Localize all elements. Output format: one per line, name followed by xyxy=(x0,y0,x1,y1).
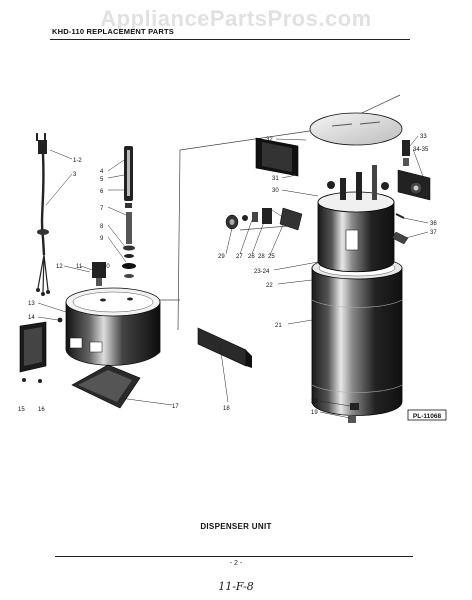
callout-20: 20 xyxy=(311,399,318,405)
page-header-title: KHD-110 REPLACEMENT PARTS xyxy=(52,27,174,36)
insulation-pad xyxy=(255,137,299,177)
callout-30: 30 xyxy=(272,188,279,194)
callout-23-24: 23-24 xyxy=(254,269,270,275)
callout-34-35: 34-35 xyxy=(413,147,429,153)
callout-9: 9 xyxy=(100,236,104,242)
callout-36: 36 xyxy=(430,221,437,227)
mounting-screws xyxy=(391,213,409,245)
callout-7: 7 xyxy=(100,206,104,212)
callout-6: 6 xyxy=(100,189,104,195)
callout-8: 8 xyxy=(100,224,104,230)
callout-28: 28 xyxy=(258,254,265,260)
callout-3: 3 xyxy=(73,172,77,178)
callout-1-2: 1-2 xyxy=(73,158,82,164)
callout-17: 17 xyxy=(172,404,179,410)
plate-label-box xyxy=(407,409,447,421)
callout-4: 4 xyxy=(100,169,104,175)
callout-19: 19 xyxy=(311,410,318,416)
mounting-bracket xyxy=(197,327,252,368)
switch-stem-assembly xyxy=(122,146,136,278)
header-rule xyxy=(50,39,410,40)
tank-lid xyxy=(309,112,403,146)
page-number: - 2 - xyxy=(229,560,243,567)
callout-18: 18 xyxy=(223,406,230,412)
callout-29: 29 xyxy=(218,254,225,260)
callout-33: 33 xyxy=(420,134,427,140)
callout-14: 14 xyxy=(28,315,35,321)
callout-13: 13 xyxy=(28,301,35,307)
base-housing xyxy=(65,287,161,366)
callout-15: 15 xyxy=(18,407,25,413)
heater-tank xyxy=(317,165,395,273)
callout-11: 11 xyxy=(76,264,83,270)
handwritten-note: 11-F-8 xyxy=(218,580,254,593)
footer-rule xyxy=(55,556,413,557)
section-title: DISPENSER UNIT xyxy=(200,522,272,531)
callout-5: 5 xyxy=(100,177,104,183)
bottom-plate xyxy=(71,364,141,409)
callout-27: 27 xyxy=(236,254,243,260)
callout-numbers: 1-2 3 4 5 6 7 8 9 10 11 12 13 14 15 16 1… xyxy=(18,134,437,416)
drain-fittings xyxy=(348,403,359,423)
callout-32: 32 xyxy=(266,137,273,143)
callout-26: 26 xyxy=(248,254,255,260)
callout-37: 37 xyxy=(430,230,437,236)
plate-label: PL-11068 xyxy=(413,413,442,420)
heating-element-parts xyxy=(225,207,303,231)
power-cord-and-plug xyxy=(36,133,50,296)
callout-31: 31 xyxy=(272,176,279,182)
thermostat xyxy=(397,140,431,201)
exploded-parts-diagram: PL-11068 1-2 3 4 5 6 7 8 9 1 xyxy=(18,94,447,423)
callout-25: 25 xyxy=(268,254,275,260)
side-cover-plate xyxy=(19,317,63,383)
callout-10: 10 xyxy=(103,264,110,270)
dispenser-tank xyxy=(311,256,403,416)
callout-22: 22 xyxy=(266,283,273,289)
callout-12: 12 xyxy=(56,264,63,270)
callout-21: 21 xyxy=(275,323,282,329)
callout-16: 16 xyxy=(38,407,45,413)
watermark: AppliancePartsPros.com xyxy=(100,6,372,31)
callout-leaders xyxy=(37,135,429,419)
